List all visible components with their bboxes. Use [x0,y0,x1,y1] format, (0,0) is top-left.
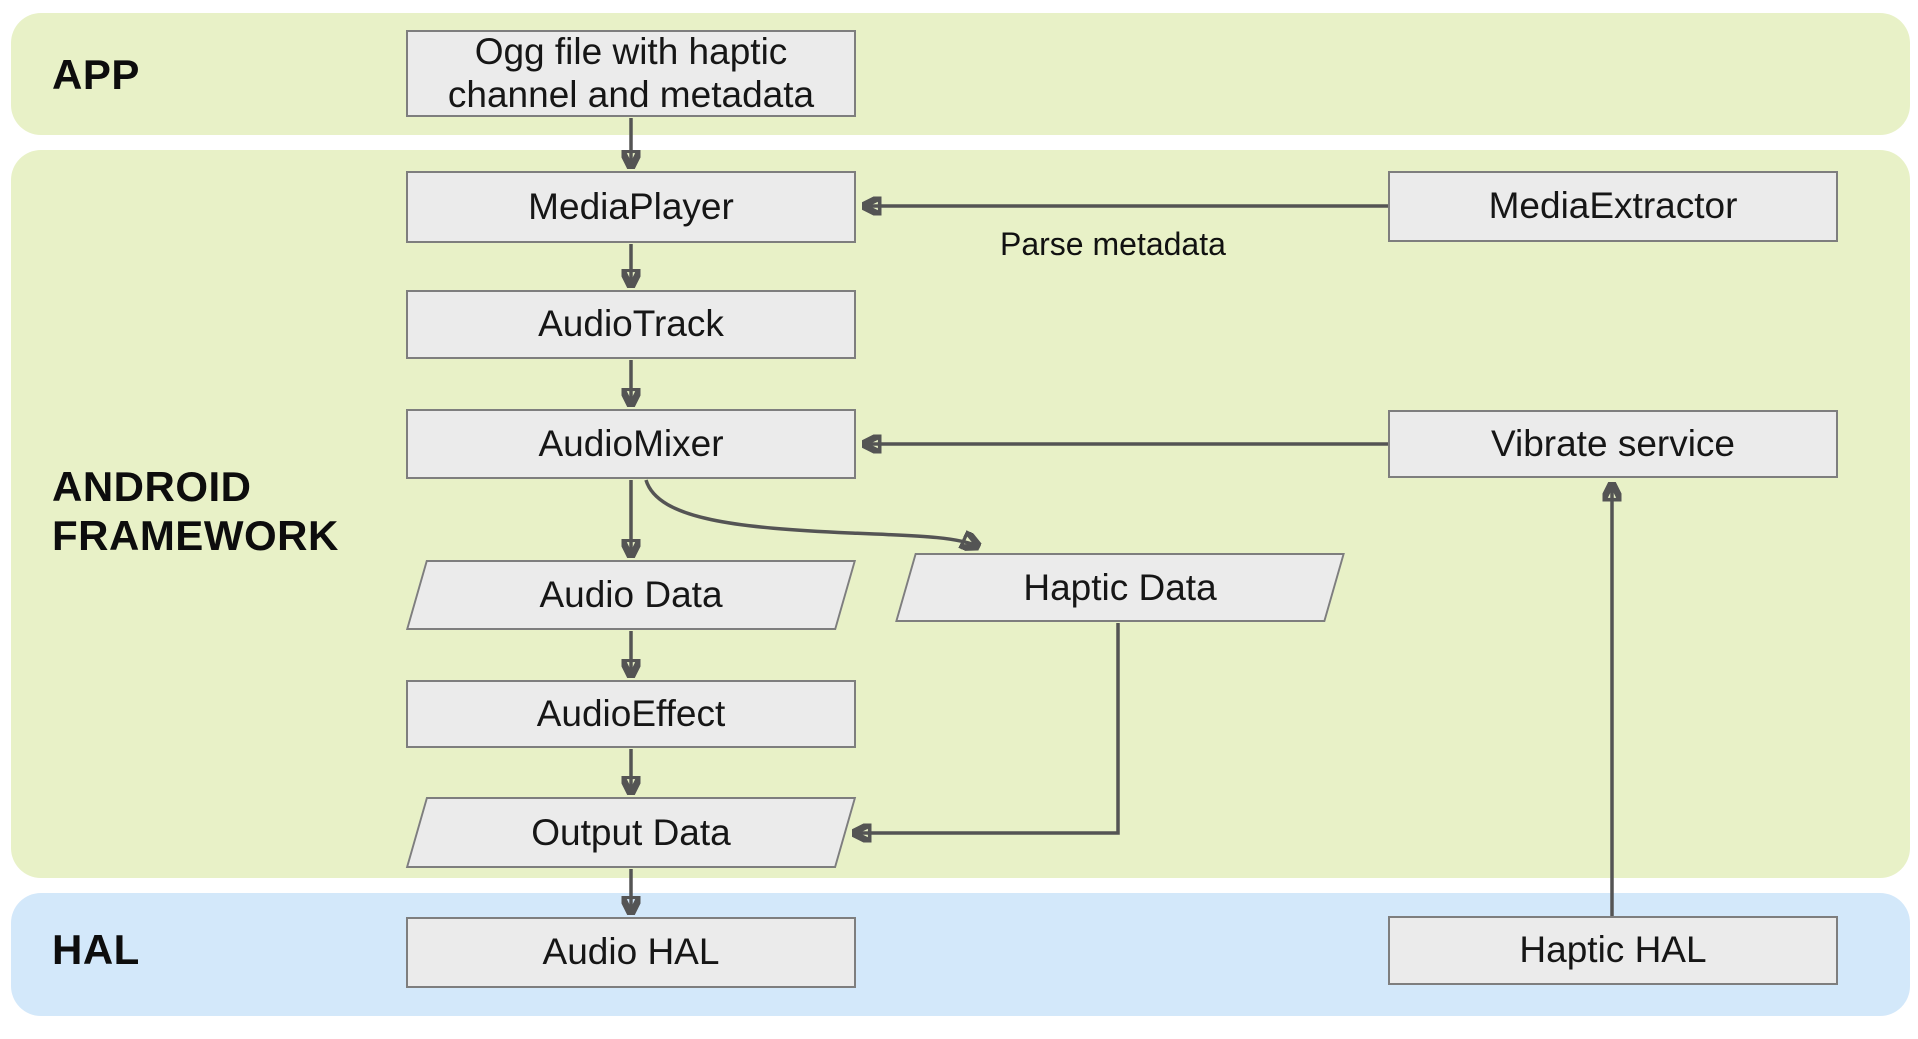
node-ogg-file: Ogg file with haptic channel and metadat… [406,30,856,117]
node-label: Audio Data [539,574,723,615]
band-label-hal: HAL [52,926,140,973]
node-audioeffect: AudioEffect [406,680,856,748]
node-vibrate-service: Vibrate service [1388,410,1838,478]
node-haptic-hal: Haptic HAL [1388,916,1838,985]
node-mediaextractor: MediaExtractor [1388,171,1838,242]
edge-label-parse-metadata: Parse metadata [1000,226,1226,262]
node-audio-hal: Audio HAL [406,917,856,988]
node-output-data: Output Data [405,797,857,868]
node-audiotrack: AudioTrack [406,290,856,359]
band-label-android-framework: ANDROID FRAMEWORK [52,463,339,560]
node-mediaplayer: MediaPlayer [406,171,856,243]
node-audiomixer: AudioMixer [406,409,856,479]
node-haptic-data: Haptic Data [895,553,1345,622]
node-label: Output Data [531,811,731,853]
band-app [11,13,1910,135]
node-label: Haptic Data [1023,566,1217,608]
node-audio-data: Audio Data [405,560,857,630]
band-label-app: APP [52,51,140,98]
